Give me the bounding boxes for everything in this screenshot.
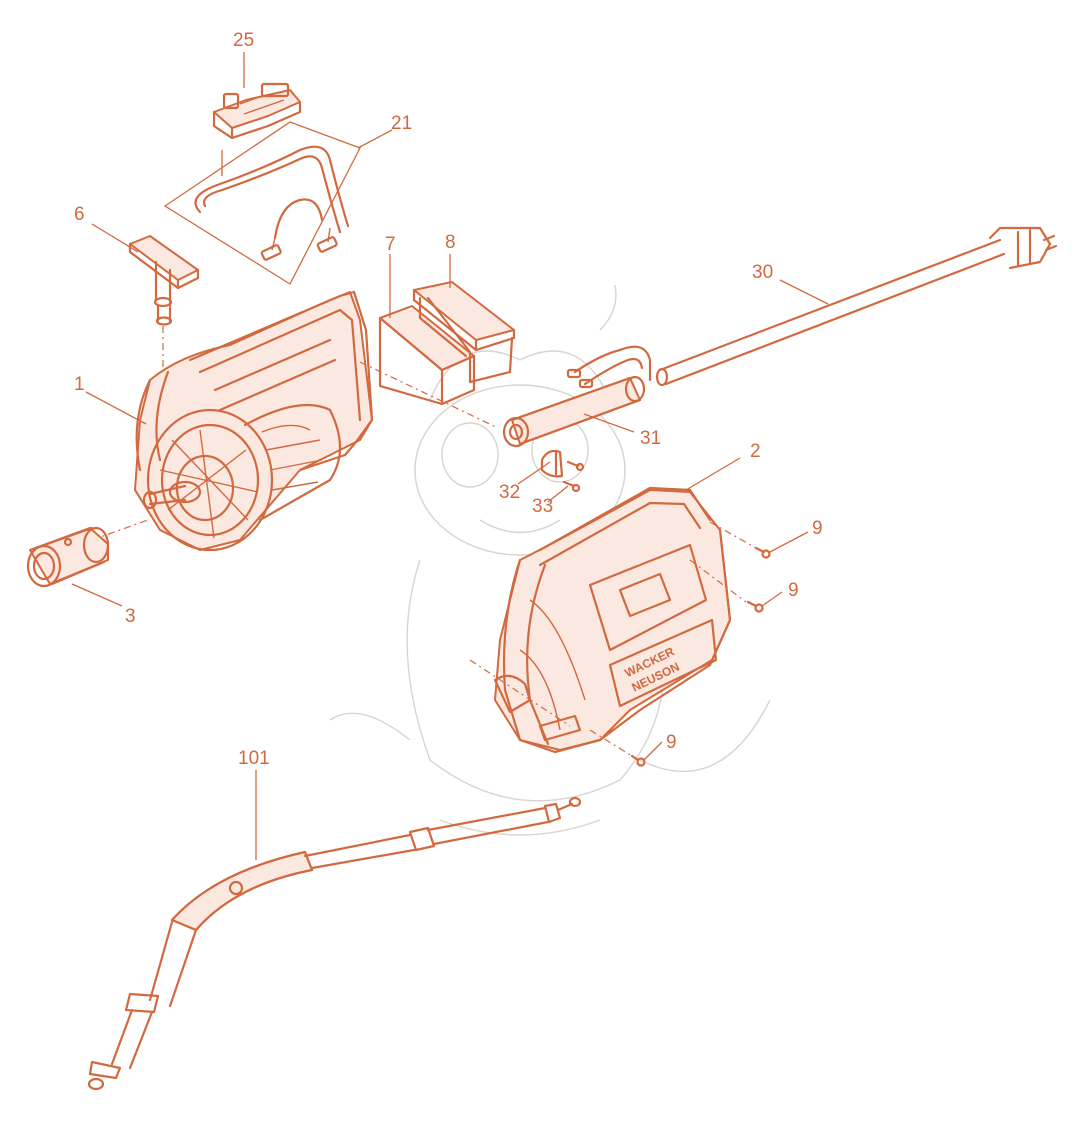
housing-part: [469, 486, 757, 757]
label-part-9-lower: 9: [666, 732, 677, 753]
wiring-harness-part: [163, 121, 361, 285]
shoulder-strap-part: [87, 796, 582, 1091]
label-part-21: 21: [391, 113, 412, 134]
label-part-8: 8: [445, 232, 456, 253]
label-part-9-middle: 9: [788, 580, 799, 601]
cord-sleeve-part: [502, 375, 646, 448]
housing-screws: [630, 546, 771, 767]
label-part-31: 31: [640, 428, 661, 449]
label-part-7: 7: [385, 234, 396, 255]
switch-part: [212, 82, 302, 140]
part-number-labels: 25 21 6 7 8 30 1 31 2 32 33 9 9 3 9 101: [74, 30, 823, 769]
coupling-sleeve-part: [26, 526, 110, 588]
filter-part: [412, 281, 516, 384]
cord-clamp-and-screws: [540, 449, 585, 493]
label-part-3: 3: [125, 606, 136, 627]
leader-lines: [71, 52, 829, 860]
label-part-32: 32: [499, 482, 520, 503]
label-part-25: 25: [233, 30, 254, 51]
foam-block-part: [378, 305, 476, 406]
label-part-101: 101: [238, 748, 270, 769]
label-part-9-upper: 9: [812, 518, 823, 539]
label-part-6: 6: [74, 204, 85, 225]
motor-frame-assembly: [91, 290, 499, 552]
label-part-1: 1: [74, 374, 85, 395]
label-part-33: 33: [532, 496, 553, 517]
label-part-30: 30: [752, 262, 773, 283]
label-part-2: 2: [750, 441, 761, 462]
power-cord-part: [566, 226, 1058, 389]
